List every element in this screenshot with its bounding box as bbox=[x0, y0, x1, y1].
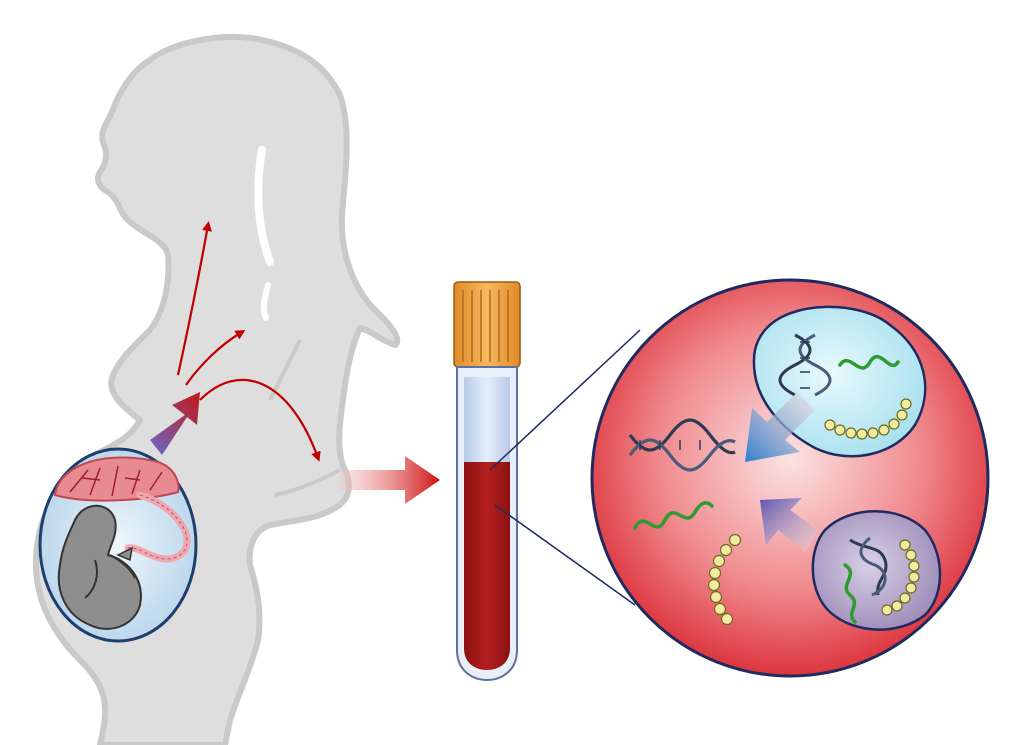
circulation-arrows bbox=[176, 221, 321, 462]
blood-collection-tube-icon bbox=[453, 281, 521, 682]
pregnant-woman-silhouette bbox=[32, 33, 401, 745]
dna-helix-icon bbox=[849, 536, 888, 597]
circulation-arrow-icon bbox=[185, 329, 246, 386]
protein-bead-chain-icon bbox=[824, 398, 912, 440]
rna-strand-icon bbox=[843, 563, 857, 624]
vesicle-icon bbox=[811, 510, 942, 631]
protein-bead-chain-icon bbox=[707, 533, 742, 626]
protein-bead-chain-icon bbox=[881, 539, 920, 616]
placenta-icon bbox=[53, 456, 180, 502]
rna-strand-icon bbox=[633, 501, 714, 530]
zoom-blood-plasma-icon bbox=[590, 278, 990, 678]
dna-helix-icon bbox=[778, 333, 832, 397]
to-tube-arrow-icon bbox=[340, 456, 440, 504]
zoom-line bbox=[489, 329, 641, 471]
dna-helix-icon bbox=[628, 418, 736, 472]
circulation-arrow-icon bbox=[199, 378, 321, 462]
placenta-to-blood-arrow-icon bbox=[150, 392, 200, 455]
womb-fetus-icon bbox=[38, 447, 198, 643]
release-arrow-icon bbox=[745, 392, 815, 462]
circulation-arrow-icon bbox=[176, 221, 212, 376]
rna-strand-icon bbox=[838, 354, 900, 370]
zoom-line bbox=[494, 504, 636, 606]
release-arrow-icon bbox=[760, 498, 818, 552]
